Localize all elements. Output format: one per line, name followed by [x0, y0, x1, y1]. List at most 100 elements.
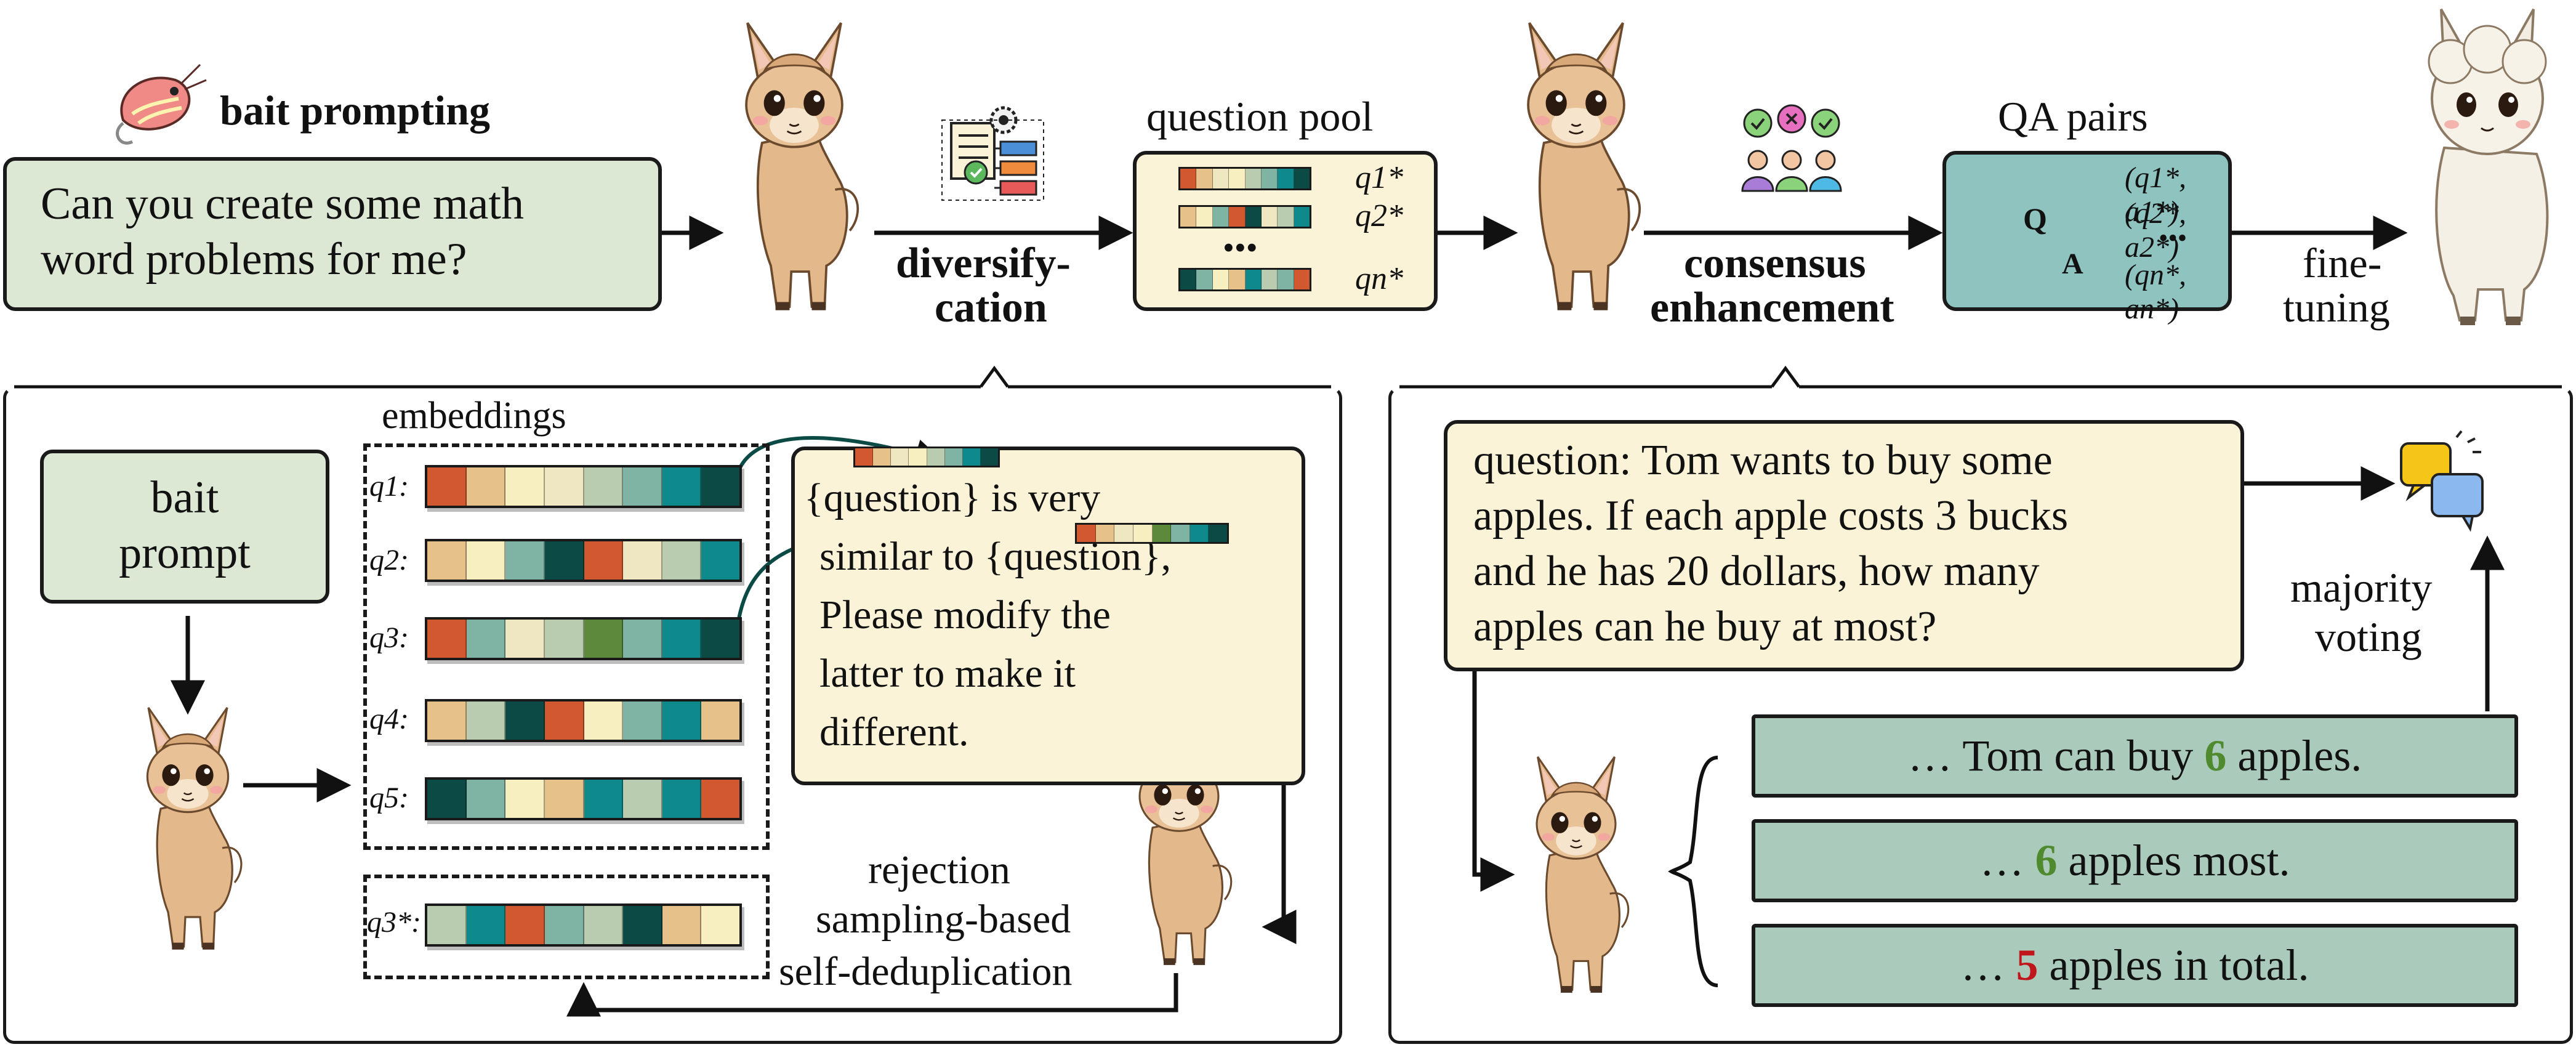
bait-prompt-node: bait prompt: [40, 450, 329, 604]
embedding-cell: [623, 541, 662, 580]
pool-tag-1: q1*: [1355, 160, 1403, 195]
embedding-cell: [1212, 207, 1230, 227]
question-line-1: question: Tom wants to buy some: [1473, 437, 2053, 484]
embedding-cell: [701, 780, 739, 818]
embedding-cell: [1245, 270, 1262, 289]
consensus-people-icon: [1741, 104, 1842, 192]
finetuning-label-1: fine-: [2303, 240, 2382, 286]
embedding-cell: [1229, 270, 1246, 289]
deduplication-panel: [3, 387, 1342, 1044]
bait-prompt-box: Can you create some math word problems f…: [3, 157, 662, 311]
embedding-cell: [427, 467, 467, 506]
instruction-line-5: different.: [819, 709, 969, 754]
majority-voting-label-2: voting: [2315, 613, 2422, 660]
dedup-strip-q3-star: [425, 903, 742, 947]
diversification-label-2: cation: [935, 284, 1047, 331]
embeddings-group: [363, 443, 770, 850]
embedding-cell: [662, 906, 702, 944]
embedding-cell: [855, 448, 874, 466]
embedding-cell: [1229, 207, 1246, 227]
row-tag-q5: q5:: [369, 782, 409, 814]
embedding-cell: [701, 701, 739, 740]
instruction-line-1: {question} is very: [804, 475, 1101, 520]
embeddings-label: embeddings: [382, 395, 566, 437]
question-line-4: apples can he buy at most?: [1473, 603, 1937, 650]
embedding-cell: [427, 701, 467, 740]
row-tag-q1: q1:: [369, 470, 409, 503]
rejection-line-3: self-deduplication: [779, 949, 1073, 994]
embedding-cell: [1294, 207, 1310, 227]
embedding-cell: [1294, 270, 1310, 289]
embedding-cell: [544, 701, 584, 740]
embedding-cell: [701, 541, 739, 580]
embedding-cell: [1209, 525, 1227, 542]
pool-embedding-1: [1178, 167, 1311, 190]
instruction-mini-embedding-2: [1075, 523, 1229, 544]
bait-prompt-node-line-1: bait: [150, 472, 219, 523]
embedding-cell: [701, 620, 739, 658]
pool-tag-2: q2*: [1355, 198, 1403, 233]
embedding-cell: [1196, 207, 1213, 227]
embedding-cell: [662, 780, 702, 818]
embedding-cell: [1196, 169, 1213, 188]
question-line-3: and he has 20 dollars, how many: [1473, 548, 2040, 595]
pool-embedding-n: [1178, 268, 1311, 291]
qa-result-icon: [2400, 430, 2484, 532]
qa-badge-q: Q: [2023, 201, 2047, 236]
question-pool-label: question pool: [1146, 93, 1374, 140]
embedding-cell: [662, 541, 702, 580]
embedding-cell: [1278, 169, 1294, 188]
diversification-flowchart-icon: [941, 106, 1044, 201]
embedding-cell: [505, 541, 545, 580]
embedding-cell: [662, 467, 702, 506]
embedding-cell: [980, 448, 998, 466]
embedding-cell: [427, 620, 467, 658]
embedding-strip-q4: [425, 699, 742, 742]
answer-3: … 5 apples in total.: [1960, 940, 2309, 990]
dedup-instruction-box: {question} is very similar to {question}…: [791, 447, 1305, 785]
embedding-cell: [544, 541, 584, 580]
embedding-cell: [505, 467, 545, 506]
rejection-line-2: sampling-based: [816, 897, 1071, 942]
question-pool-box: ••• q1* q2* qn*: [1133, 151, 1438, 311]
embedding-strip-q5: [425, 777, 742, 820]
embedding-cell: [584, 701, 624, 740]
embedding-cell: [891, 448, 909, 466]
embedding-cell: [427, 780, 467, 818]
embedding-cell: [466, 620, 506, 658]
consensus-label-1: consensus: [1684, 240, 1866, 287]
row-tag-q3: q3:: [369, 621, 409, 654]
embedding-cell: [505, 906, 545, 944]
embedding-cell: [1114, 525, 1133, 542]
consensus-label-2: enhancement: [1650, 284, 1894, 331]
embedding-cell: [544, 906, 584, 944]
embedding-cell: [1171, 525, 1190, 542]
embedding-cell: [544, 780, 584, 818]
fluffy-llama-icon: [2428, 9, 2549, 325]
embedding-cell: [662, 620, 702, 658]
bait-prompt-node-line-2: prompt: [119, 528, 251, 578]
row-tag-q2: q2:: [369, 544, 409, 576]
embedding-cell: [584, 906, 624, 944]
prompt-line-1: Can you create some math: [41, 179, 524, 229]
instruction-mini-embedding-1: [853, 447, 1000, 467]
embedding-cell: [1278, 270, 1294, 289]
instruction-line-4: latter to make it: [819, 651, 1076, 696]
embedding-cell: [584, 780, 624, 818]
embedding-cell: [466, 467, 506, 506]
embedding-cell: [1212, 169, 1230, 188]
embedding-cell: [623, 780, 662, 818]
embedding-cell: [1261, 169, 1278, 188]
answer-2-number: 6: [2035, 836, 2058, 885]
answer-box-2: … 6 apples most.: [1752, 819, 2518, 902]
embedding-cell: [623, 467, 662, 506]
bait-prompting-title: bait prompting: [220, 87, 490, 134]
embedding-cell: [944, 448, 963, 466]
embedding-cell: [427, 541, 467, 580]
embedding-cell: [1261, 207, 1278, 227]
pool-tag-n: qn*: [1355, 261, 1403, 296]
embedding-cell: [505, 620, 545, 658]
embedding-strip-q3: [425, 617, 742, 660]
embedding-cell: [1189, 525, 1209, 542]
